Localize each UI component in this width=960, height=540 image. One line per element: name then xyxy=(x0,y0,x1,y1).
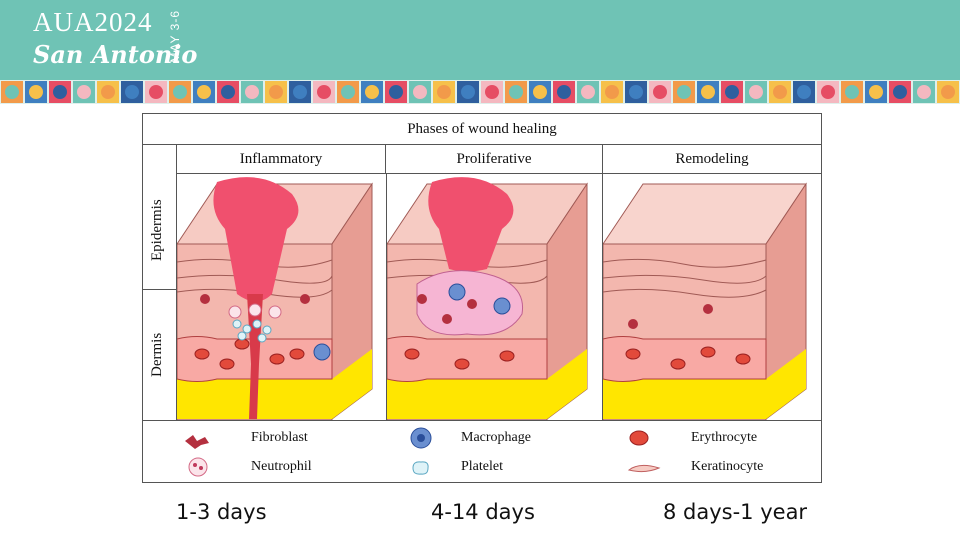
remodeling-illustration xyxy=(603,182,807,420)
legend-fibroblast: Fibroblast xyxy=(251,430,308,445)
pattern-tile-motif xyxy=(701,85,715,99)
macrophage-icon xyxy=(410,427,432,449)
legend-keratinocyte: Keratinocyte xyxy=(691,459,764,474)
logo-city: San Antonio xyxy=(33,40,198,69)
caption-remodeling-duration: 8 days-1 year xyxy=(663,500,808,524)
fibroblast-icon xyxy=(185,435,209,449)
layer-label-dermis: Dermis xyxy=(149,332,165,378)
pattern-tile-motif xyxy=(629,85,643,99)
pattern-tile-motif xyxy=(677,85,691,99)
pattern-tile-motif xyxy=(125,85,139,99)
pattern-tile-motif xyxy=(293,85,307,99)
pattern-tile-motif xyxy=(101,85,115,99)
pattern-tile-motif xyxy=(197,85,211,99)
pattern-tile-motif xyxy=(509,85,523,99)
pattern-tile-motif xyxy=(29,85,43,99)
proliferative-illustration xyxy=(387,177,588,420)
erythrocyte-icon xyxy=(629,430,649,446)
pattern-tile-motif xyxy=(149,85,163,99)
pattern-tile-motif xyxy=(485,85,499,99)
caption-proliferative-duration: 4-14 days xyxy=(431,500,535,524)
keratinocyte-icon xyxy=(627,464,661,473)
pattern-tile-motif xyxy=(53,85,67,99)
pattern-tile-motif xyxy=(461,85,475,99)
pattern-tile-motif xyxy=(581,85,595,99)
pattern-tile-motif xyxy=(725,85,739,99)
legend-macrophage: Macrophage xyxy=(461,430,531,445)
pattern-tile-motif xyxy=(437,85,451,99)
pattern-tile-motif xyxy=(773,85,787,99)
logo-date: MAY 3-6 xyxy=(168,10,182,63)
pattern-tile-motif xyxy=(77,85,91,99)
phase-label-inflammatory: Inflammatory xyxy=(177,145,386,174)
fibroblast-cells xyxy=(200,294,310,304)
pattern-tile-motif xyxy=(893,85,907,99)
pattern-tile-motif xyxy=(917,85,931,99)
caption-inflammatory-duration: 1-3 days xyxy=(176,500,267,524)
phase-label-remodeling: Remodeling xyxy=(603,145,821,174)
pattern-tile-motif xyxy=(821,85,835,99)
legend-neutrophil: Neutrophil xyxy=(251,459,312,474)
wound-healing-figure: Phases of wound healing Inflammatory Pro… xyxy=(142,113,822,483)
pattern-tile-motif xyxy=(5,85,19,99)
pattern-tile-motif xyxy=(389,85,403,99)
pattern-tile-motif xyxy=(413,85,427,99)
pattern-tile-motif xyxy=(341,85,355,99)
figure-title: Phases of wound healing xyxy=(143,114,821,145)
pattern-tile-motif xyxy=(605,85,619,99)
conference-header: AUA2024 San Antonio MAY 3-6 xyxy=(0,0,960,80)
pattern-tile-motif xyxy=(869,85,883,99)
pattern-tile-motif xyxy=(365,85,379,99)
pattern-tile-motif xyxy=(533,85,547,99)
legend-platelet: Platelet xyxy=(461,459,503,474)
legend-erythrocyte: Erythrocyte xyxy=(691,430,758,445)
pattern-tile-motif xyxy=(797,85,811,99)
platelet-icon xyxy=(412,461,429,475)
pattern-tile-motif xyxy=(221,85,235,99)
logo-title: AUA2024 xyxy=(33,7,153,37)
pattern-tile-motif xyxy=(845,85,859,99)
layer-label-epidermis: Epidermis xyxy=(149,199,165,261)
pattern-tile-motif xyxy=(941,85,955,99)
phase-label-proliferative: Proliferative xyxy=(386,145,603,174)
pattern-tile-motif xyxy=(653,85,667,99)
pattern-tile-motif xyxy=(317,85,331,99)
pattern-tile-motif xyxy=(269,85,283,99)
pattern-tile-motif xyxy=(245,85,259,99)
pattern-tile-motif xyxy=(173,85,187,99)
neutrophil-icon xyxy=(188,457,208,477)
decorative-pattern-band xyxy=(0,80,960,104)
pattern-tile-motif xyxy=(557,85,571,99)
pattern-tile-motif xyxy=(749,85,763,99)
inflammatory-illustration xyxy=(177,177,373,420)
